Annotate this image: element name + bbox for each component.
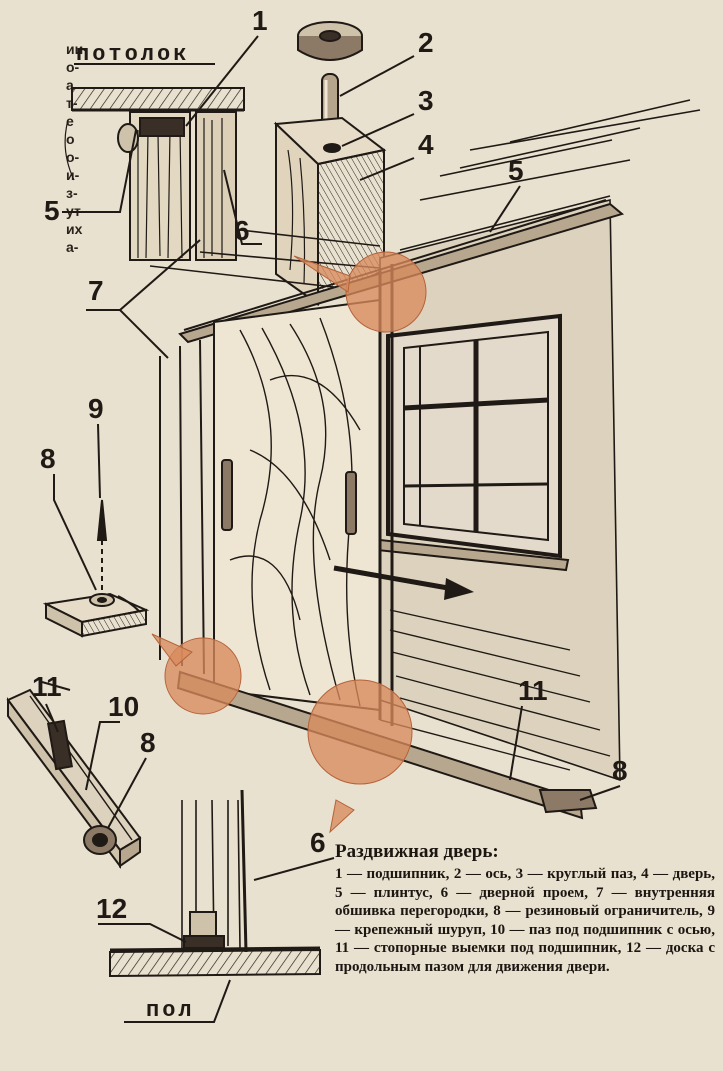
leader-4 <box>359 157 415 181</box>
label-5-main: 5 <box>508 155 524 186</box>
partition-frame <box>159 264 394 726</box>
leader-11-main <box>509 705 523 781</box>
label-9: 9 <box>88 393 104 424</box>
label-5-detail: 5 <box>44 195 60 226</box>
highlight-pointer-bottom <box>329 799 355 834</box>
floor-label: пол <box>146 998 195 1023</box>
leader-8-bottom <box>107 757 147 829</box>
highlight-circle-top <box>345 251 427 333</box>
leader-8-left <box>53 474 97 591</box>
rail-section-detail <box>6 688 142 870</box>
label-2: 2 <box>418 27 434 58</box>
highlight-pointer-top <box>293 255 351 293</box>
leader-3 <box>341 113 415 147</box>
leader-1 <box>185 35 259 127</box>
leader-11-left <box>45 703 59 733</box>
leader-9 <box>97 423 101 499</box>
label-7: 7 <box>88 275 104 306</box>
caption-title: Раздвижная дверь: <box>335 841 499 862</box>
label-12: 12 <box>96 893 127 924</box>
highlight-circles <box>151 251 427 834</box>
leader-10 <box>85 721 120 791</box>
side-text-line: а- <box>66 239 79 255</box>
leader-7 <box>86 239 201 359</box>
label-10: 10 <box>108 691 139 722</box>
side-text-line: их <box>66 221 83 237</box>
label-6-bottom: 6 <box>310 827 326 858</box>
label-3: 3 <box>418 85 434 116</box>
direction-arrow <box>333 565 474 600</box>
label-4: 4 <box>418 129 434 160</box>
leader-5-main <box>489 185 521 233</box>
side-text-line: и- <box>66 167 80 183</box>
ceiling-label: потолок <box>76 42 189 67</box>
label-11-left-underline <box>41 681 71 691</box>
sliding-door <box>213 298 381 712</box>
label-1: 1 <box>252 5 268 36</box>
label-8-left: 8 <box>40 443 56 474</box>
window <box>376 313 570 572</box>
highlight-circle-bottom <box>307 679 413 785</box>
side-text-line: ии- <box>66 41 88 57</box>
label-11-main: 11 <box>518 675 548 706</box>
stop-screw-detail <box>42 499 150 638</box>
leader-5-detail <box>62 129 137 213</box>
leader-6-bottom <box>253 857 335 881</box>
side-text-line: е <box>66 113 74 129</box>
caption-body: 1 — подшипник, 2 — ось, 3 — круглый паз,… <box>335 866 715 975</box>
leader-8-main <box>579 785 621 801</box>
ceiling-detail <box>64 87 245 261</box>
side-text-line: о- <box>66 149 80 165</box>
leader-2 <box>339 55 415 97</box>
caption: Раздвижная дверь: 1 — подшипник, 2 — ось… <box>335 841 715 977</box>
highlight-pointer-bottom-left <box>151 633 193 667</box>
side-text-line: а <box>66 77 74 93</box>
floor-label-leader <box>124 979 231 1023</box>
floor-detail <box>109 789 321 978</box>
label-8-bottom: 8 <box>140 727 156 758</box>
floor-planks <box>379 609 611 771</box>
label-8-main: 8 <box>612 755 628 786</box>
leader-12 <box>98 923 187 943</box>
leader-6-detail <box>223 169 262 245</box>
side-text-line: о <box>66 131 75 147</box>
side-text-line: з- <box>66 185 78 201</box>
